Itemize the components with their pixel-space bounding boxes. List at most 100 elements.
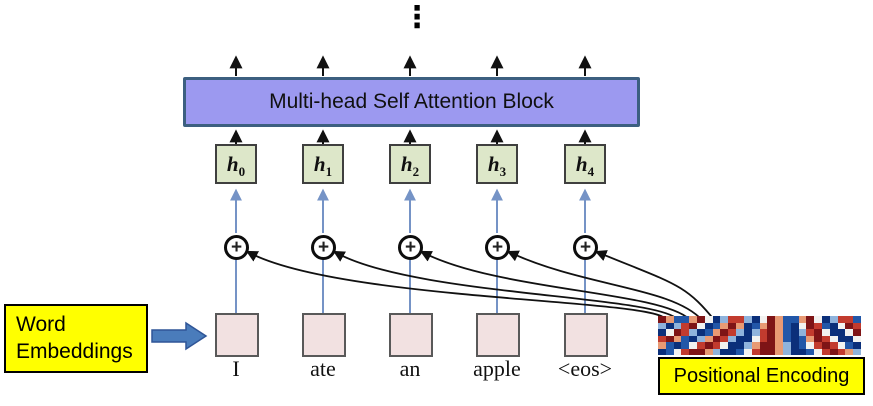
heatmap-cell — [782, 348, 791, 355]
heatmap-cell — [704, 342, 713, 349]
heatmap-cell — [853, 322, 861, 329]
heatmap-cell — [736, 335, 744, 342]
heatmap-cell — [853, 348, 861, 355]
heatmap-cell — [845, 329, 854, 336]
heatmap-cell — [821, 322, 830, 329]
heatmap-cell — [712, 348, 721, 355]
heatmap-cell — [681, 348, 690, 355]
heatmap-cell — [743, 322, 752, 329]
heatmap-cell — [665, 322, 674, 329]
heatmap-cell — [821, 342, 830, 349]
block-output-arrows — [229, 55, 592, 76]
heatmap-cell — [767, 335, 776, 342]
input-word: <eos> — [557, 356, 613, 381]
heatmap-cell — [775, 316, 783, 323]
heatmap-cell — [767, 322, 776, 329]
heatmap-cell — [697, 329, 705, 336]
heatmap-cell — [704, 335, 713, 342]
h-subscript: 0 — [238, 163, 246, 179]
heatmap-cell — [759, 348, 768, 355]
h-subscript: 2 — [412, 163, 420, 179]
hidden-state-box-h1: h1 — [302, 144, 344, 184]
heatmap-cell — [681, 329, 690, 336]
heatmap-cell — [782, 329, 791, 336]
heatmap-cell — [712, 342, 721, 349]
hidden-state-box-h3: h3 — [476, 144, 518, 184]
heatmap-cell — [751, 342, 760, 349]
hidden-state-box-h4: h4 — [564, 144, 606, 184]
heatmap-cell — [775, 348, 783, 355]
heatmap-cell — [681, 335, 690, 342]
heatmap-cell — [845, 342, 854, 349]
heatmap-cell — [798, 329, 807, 336]
heatmap-cell — [665, 329, 674, 336]
heatmap-cell — [790, 322, 799, 329]
embedding-to-sum-lines — [235, 256, 586, 313]
heatmap-cell — [743, 335, 752, 342]
heatmap-cell — [814, 316, 822, 323]
heatmap-cell — [798, 348, 807, 355]
input-word: apple — [473, 356, 521, 381]
heatmap-cell — [673, 342, 682, 349]
heatmap-cell — [736, 316, 744, 323]
h-symbol: h — [487, 151, 500, 176]
heatmap-cell — [736, 348, 744, 355]
heatmap-cell — [767, 342, 776, 349]
heatmap-cell — [837, 342, 846, 349]
heatmap-cell — [853, 335, 861, 342]
hidden-state-label-h0: h0 — [227, 152, 246, 179]
heatmap-cell — [736, 322, 744, 329]
heatmap-cell — [689, 322, 698, 329]
heatmap-cell — [829, 348, 838, 355]
heatmap-cell — [806, 348, 815, 355]
word-embeddings-label-line1: Word — [16, 313, 66, 336]
plus-circle-icon: + — [311, 235, 336, 260]
heatmap-cell — [728, 322, 737, 329]
heatmap-cell — [665, 316, 674, 323]
heatmap-cell — [821, 348, 830, 355]
heatmap-cell — [743, 342, 752, 349]
heatmap-cell — [837, 329, 846, 336]
sum-to-hidden-arrows — [230, 188, 591, 233]
word-embedding-box — [564, 313, 608, 357]
heatmap-cell — [689, 342, 698, 349]
heatmap-cell — [658, 329, 666, 336]
heatmap-cell — [743, 348, 752, 355]
heatmap-cell — [837, 322, 846, 329]
heatmap-cell — [720, 322, 729, 329]
heatmap-cell — [759, 329, 768, 336]
word-embedding-box — [215, 313, 259, 357]
heatmap-cell — [837, 348, 846, 355]
heatmap-cell — [697, 348, 705, 355]
heatmap-cell — [704, 316, 713, 323]
heatmap-cell — [798, 342, 807, 349]
heatmap-cell — [658, 316, 666, 323]
heatmap-cell — [775, 335, 783, 342]
heatmap-cell — [782, 322, 791, 329]
heatmap-cell — [712, 335, 721, 342]
heatmap-cell — [759, 322, 768, 329]
positional-encoding-heatmap — [658, 316, 861, 355]
heatmap-cell — [728, 335, 737, 342]
heatmap-cell — [689, 335, 698, 342]
heatmap-cell — [814, 335, 822, 342]
h-symbol: h — [400, 151, 413, 176]
input-word: an — [399, 356, 421, 381]
heatmap-cell — [821, 329, 830, 336]
heatmap-cell — [845, 348, 854, 355]
heatmap-cell — [806, 322, 815, 329]
heatmap-cell — [845, 335, 854, 342]
heatmap-cell — [837, 316, 846, 323]
heatmap-cell — [845, 316, 854, 323]
plus-circle-icon: + — [485, 235, 510, 260]
heatmap-cell — [720, 335, 729, 342]
heatmap-cell — [689, 329, 698, 336]
hidden-state-label-h3: h3 — [487, 151, 506, 178]
hidden-state-label-h4: h4 — [576, 152, 594, 178]
heatmap-cell — [806, 329, 815, 336]
heatmap-cell — [681, 316, 690, 323]
heatmap-cell — [751, 322, 760, 329]
heatmap-cell — [720, 316, 729, 323]
heatmap-cell — [673, 348, 682, 355]
